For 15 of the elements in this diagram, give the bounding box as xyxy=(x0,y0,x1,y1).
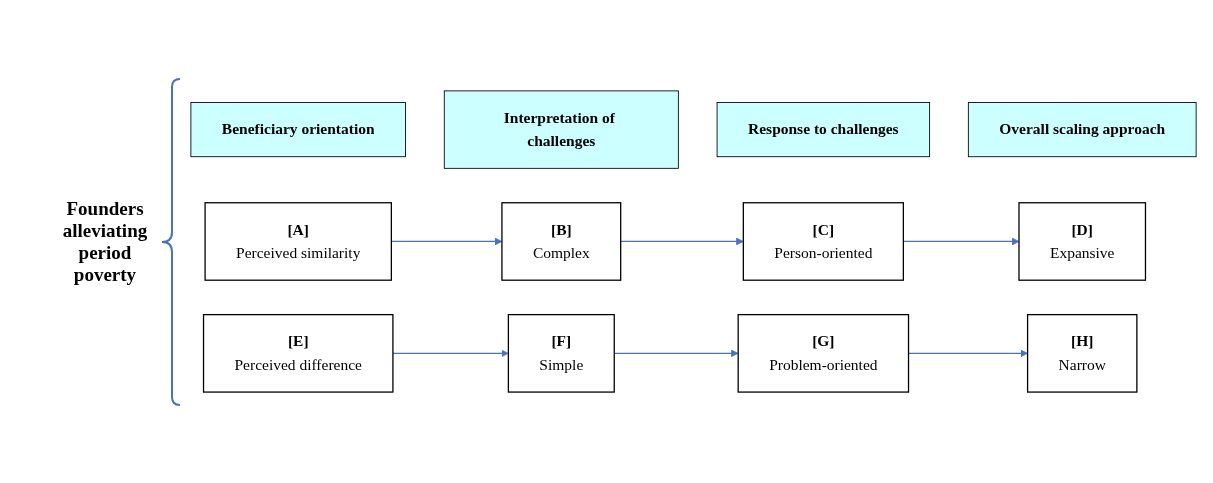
side-label: Founders alleviating period poverty xyxy=(61,197,149,286)
node-box: [B] Complex xyxy=(501,202,622,281)
node-box: Response to challenges xyxy=(716,102,931,158)
node-box: [H] Narrow xyxy=(1026,314,1138,393)
node-box: [A] Perceived similarity xyxy=(204,202,392,281)
arrow xyxy=(620,237,744,246)
node-box: [G] Problem-oriented xyxy=(737,314,910,393)
arrow xyxy=(392,349,509,358)
node-box: Beneficiary orientation xyxy=(190,102,406,158)
node-box: Interpretation of challenges xyxy=(443,90,679,169)
node-box: [F] Simple xyxy=(507,314,615,393)
node-box: [C] Person-oriented xyxy=(742,202,904,281)
node-box: Overall scaling approach xyxy=(967,102,1197,158)
node-box: [E] Perceived difference xyxy=(202,314,394,393)
node-box: [D] Expansive xyxy=(1018,202,1147,281)
